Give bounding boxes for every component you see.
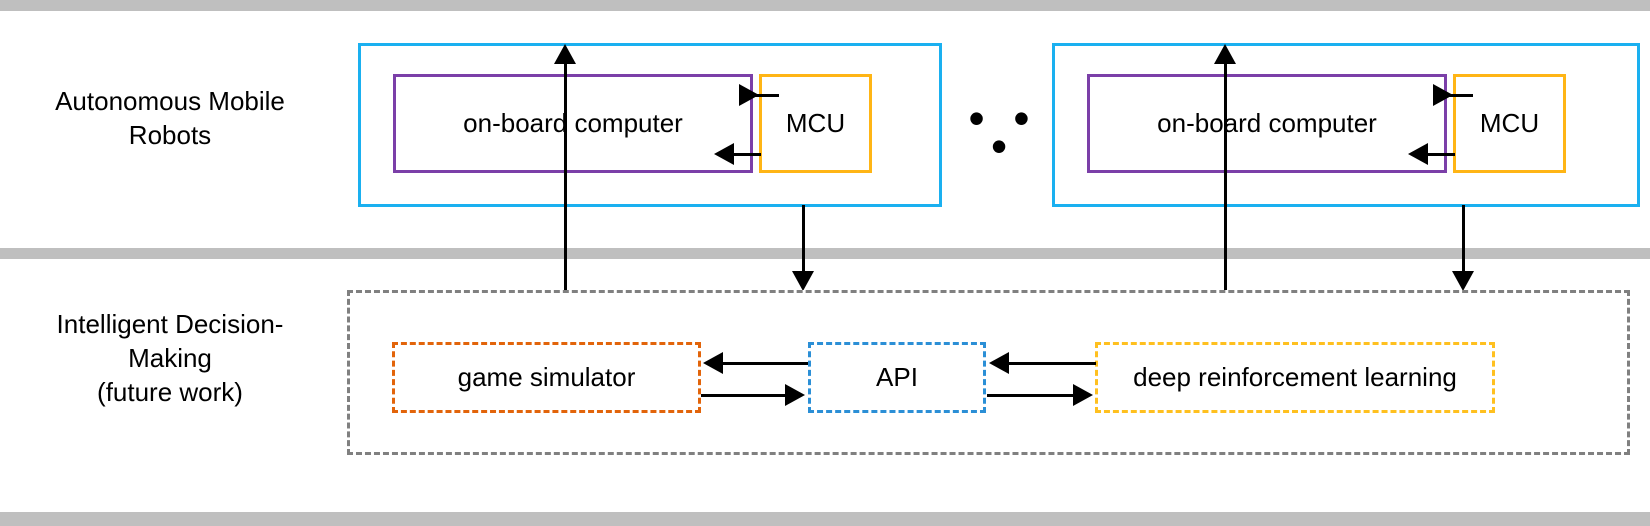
- arrow-mcu-to-obc-head-2: [1408, 143, 1428, 165]
- arrow-obc-to-mcu-line-1: [753, 94, 779, 97]
- arrow-down-robot-1-to-decision-head: [792, 271, 814, 291]
- robot-group-1[interactable]: on-board computer MCU: [358, 43, 942, 207]
- game-simulator-box[interactable]: game simulator: [392, 342, 701, 413]
- arrow-api-to-game-simulator-head: [703, 352, 723, 374]
- arrow-down-robot-1-to-decision-line: [802, 205, 805, 275]
- arrow-obc-to-mcu-line-2: [1447, 94, 1473, 97]
- arrow-up-decision-to-robot-1-line: [564, 60, 567, 292]
- arrow-mcu-to-obc-head-1: [714, 143, 734, 165]
- mcu-box-1[interactable]: MCU: [759, 74, 872, 173]
- separator-bar-bottom: [0, 512, 1650, 526]
- arrow-up-decision-to-robot-2-head: [1214, 44, 1236, 64]
- arrow-obc-to-mcu-head-1: [739, 84, 759, 106]
- arrow-drl-to-api-head: [989, 352, 1009, 374]
- arrow-down-robot-2-to-decision-head: [1452, 271, 1474, 291]
- row-label-autonomous-mobile-robots: Autonomous Mobile Robots: [55, 86, 285, 150]
- arrow-mcu-to-obc-line-2: [1427, 153, 1455, 156]
- arrow-api-to-drl-head: [1073, 384, 1093, 406]
- arrow-up-decision-to-robot-1-head: [554, 44, 576, 64]
- separator-bar-top: [0, 0, 1650, 11]
- arrow-api-to-drl-line: [987, 394, 1075, 397]
- api-box[interactable]: API: [808, 342, 986, 413]
- arrow-game-simulator-to-api-head: [785, 384, 805, 406]
- mcu-box-2[interactable]: MCU: [1453, 74, 1566, 173]
- arrow-drl-to-api-line: [1008, 362, 1096, 365]
- arrow-game-simulator-to-api-line: [701, 394, 787, 397]
- arrow-up-decision-to-robot-2-line: [1224, 60, 1227, 292]
- arrow-down-robot-2-to-decision-line: [1462, 205, 1465, 275]
- on-board-computer-box-1[interactable]: on-board computer: [393, 74, 753, 173]
- arrow-obc-to-mcu-head-2: [1433, 84, 1453, 106]
- on-board-computer-box-2[interactable]: on-board computer: [1087, 74, 1447, 173]
- row-label-intelligent-decision-making: Intelligent Decision- Making (future wor…: [56, 309, 284, 407]
- separator-bar-middle: [0, 248, 1650, 259]
- robot-group-2[interactable]: on-board computer MCU: [1052, 43, 1640, 207]
- deep-reinforcement-learning-box[interactable]: deep reinforcement learning: [1095, 342, 1495, 413]
- ellipsis-more-robots: • • •: [968, 92, 1038, 172]
- arrow-api-to-game-simulator-line: [722, 362, 808, 365]
- arrow-mcu-to-obc-line-1: [733, 153, 761, 156]
